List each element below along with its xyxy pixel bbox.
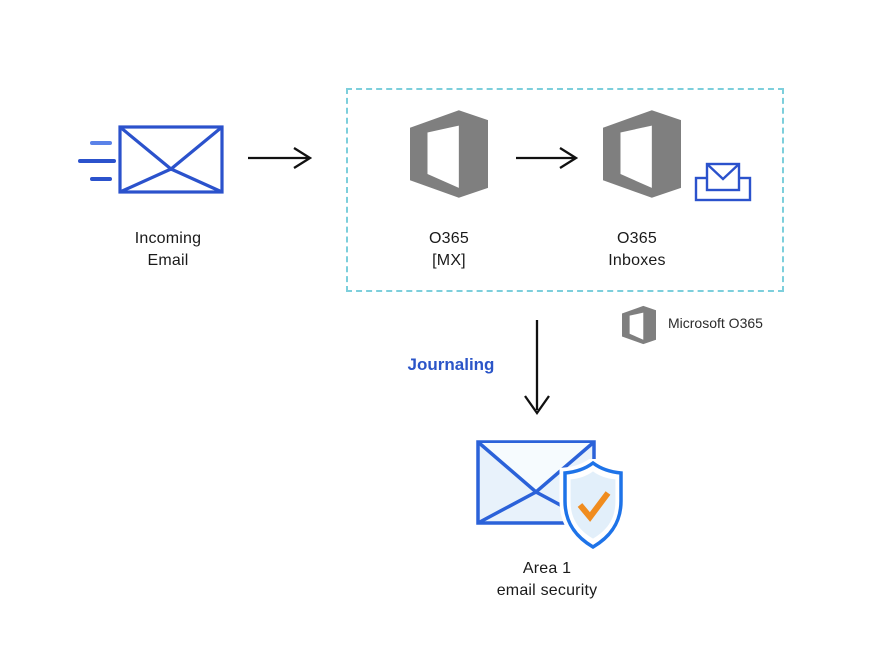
shield-check-icon [559,459,627,551]
office365-icon [603,110,681,198]
arrow-right-icon [516,147,579,169]
journaling-label: Journaling [407,355,495,374]
office365-legend-icon [622,305,656,345]
o365-inboxes-label: O365 Inboxes [608,230,666,269]
incoming-email-icon [118,125,224,194]
incoming-email-label: Incoming Email [134,230,202,269]
legend-label: Microsoft O365 [668,315,763,331]
arrow-down-icon [524,320,550,415]
office365-icon [410,110,488,198]
o365-mx-label: O365 [MX] [429,230,469,269]
inbox-icon [694,162,752,202]
area1-label: Area 1 email security [496,560,598,599]
speed-line-icon [78,159,116,163]
speed-line-icon [90,177,112,181]
arrow-right-icon [248,147,313,169]
o365-dashed-container [346,88,784,292]
speed-line-icon [90,141,112,145]
